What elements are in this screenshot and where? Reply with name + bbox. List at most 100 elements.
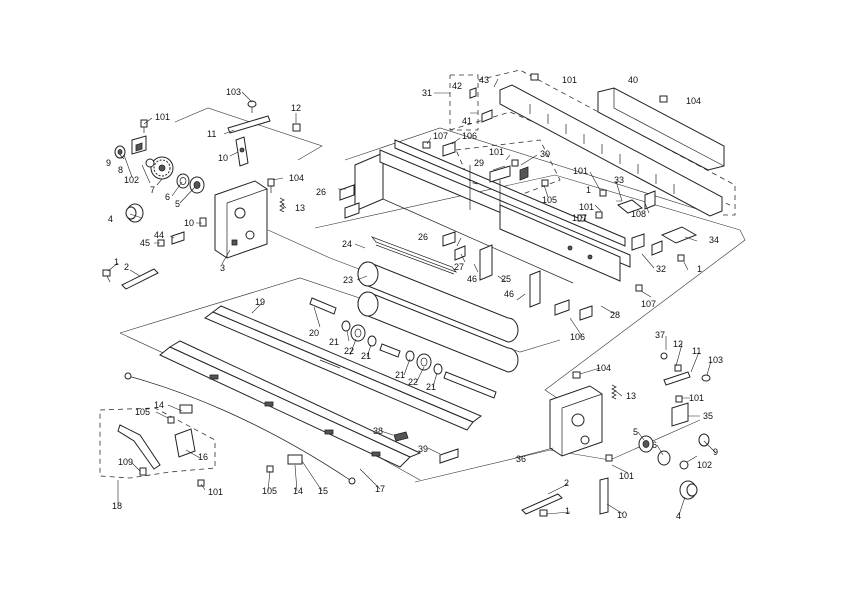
- plate-39: [439, 448, 459, 464]
- group-box-18: [99, 407, 216, 479]
- group-box-42-41: [449, 74, 479, 131]
- callout-103: 103: [226, 87, 241, 97]
- bearing-22-b: [416, 353, 432, 371]
- connector-106-b: [554, 299, 593, 321]
- plate-19: [204, 305, 482, 431]
- connector-106-a: [442, 141, 456, 157]
- guide-plate-28: [499, 204, 621, 282]
- callout-26: 26: [418, 232, 428, 242]
- callout-105: 105: [542, 195, 557, 205]
- screw-104-b: [659, 95, 668, 103]
- group-box-rail-lower: [449, 111, 731, 206]
- group-box-43-40: [477, 69, 736, 216]
- collar-21-d: [433, 363, 443, 375]
- callout-9: 9: [106, 158, 111, 168]
- callout-6: 6: [165, 192, 170, 202]
- callout-5: 5: [633, 427, 638, 437]
- callout-104: 104: [686, 96, 701, 106]
- callout-46: 46: [504, 289, 514, 299]
- callout-108: 108: [631, 209, 646, 219]
- lever-2-a: [121, 268, 159, 290]
- callout-24: 24: [342, 239, 352, 249]
- callout-21: 21: [329, 337, 339, 347]
- connector-14-b: [287, 454, 303, 465]
- callout-35: 35: [703, 411, 713, 421]
- screw-1-c: [677, 254, 685, 262]
- collar-4-a: [125, 203, 144, 223]
- callout-1: 1: [565, 506, 570, 516]
- callout-16: 16: [198, 452, 208, 462]
- callout-8: 8: [118, 165, 123, 175]
- callout-1: 1: [586, 185, 591, 195]
- callout-4: 4: [676, 511, 681, 521]
- gear-7: [150, 156, 174, 180]
- screw-101-f: [675, 395, 683, 403]
- callout-42: 42: [452, 81, 462, 91]
- callout-103: 103: [708, 355, 723, 365]
- callout-107: 107: [433, 131, 448, 141]
- callout-21: 21: [361, 351, 371, 361]
- callout-2: 2: [564, 478, 569, 488]
- screw-1-b: [599, 189, 607, 197]
- bracket-108: [644, 190, 656, 210]
- connector-14-a: [179, 404, 193, 414]
- callout-10: 10: [617, 510, 627, 520]
- callout-14: 14: [293, 486, 303, 496]
- screw-12-b: [674, 364, 682, 372]
- callout-107: 107: [572, 213, 587, 223]
- callout-18: 18: [112, 501, 122, 511]
- roller-23-upper: [357, 261, 519, 343]
- callout-105: 105: [135, 407, 150, 417]
- callout-107: 107: [641, 299, 656, 309]
- guide-33: [616, 199, 644, 214]
- side-frame-36: [549, 385, 603, 457]
- lever-2-b: [521, 493, 563, 515]
- screw-107-c: [635, 284, 643, 292]
- callout-21: 21: [426, 382, 436, 392]
- callout-22: 22: [344, 346, 354, 356]
- callout-101: 101: [208, 487, 223, 497]
- screw-107-a: [422, 141, 431, 149]
- screw-103-b: [701, 374, 711, 382]
- callout-1: 1: [697, 264, 702, 274]
- callout-33: 33: [614, 175, 624, 185]
- callout-9: 9: [713, 447, 718, 457]
- cover-40: [597, 87, 725, 171]
- bracket-27: [454, 245, 466, 261]
- lever-10-a: [235, 136, 249, 167]
- callout-41: 41: [462, 116, 472, 126]
- screw-101-c: [511, 159, 519, 167]
- callout-106: 106: [570, 332, 585, 342]
- callout-105: 105: [262, 486, 277, 496]
- callout-106: 106: [462, 131, 477, 141]
- guide-upper-left: [174, 107, 323, 161]
- screw-1-a: [102, 269, 111, 283]
- callout-23: 23: [343, 275, 353, 285]
- lever-18: [117, 424, 161, 470]
- bracket-44: [171, 231, 185, 245]
- pin-37: [660, 352, 668, 360]
- callout-104: 104: [596, 363, 611, 373]
- bracket-34: [660, 226, 698, 244]
- arm-11-b: [663, 371, 691, 386]
- callout-7: 7: [150, 185, 155, 195]
- callout-102: 102: [697, 460, 712, 470]
- callout-labels: 101 102 9 8 7 6 5 4 103 12 11 10 104 13 …: [106, 75, 723, 521]
- shaft-right: [443, 371, 497, 399]
- callout-10: 10: [184, 218, 194, 228]
- spring-24: [370, 236, 458, 275]
- callout-101: 101: [689, 393, 704, 403]
- callout-19: 19: [255, 297, 265, 307]
- shaft-20: [309, 297, 337, 315]
- screw-107-b: [577, 214, 586, 222]
- screw-105-a: [541, 179, 549, 187]
- arm-11-a: [227, 115, 271, 134]
- callout-4: 4: [108, 214, 113, 224]
- guide-rail: [344, 127, 701, 211]
- bearing-22-a: [350, 324, 366, 342]
- callout-37: 37: [655, 330, 665, 340]
- screw-101-b: [530, 73, 539, 81]
- callout-2: 2: [124, 262, 129, 272]
- callout-1: 1: [114, 257, 119, 267]
- bracket-42: [469, 87, 477, 99]
